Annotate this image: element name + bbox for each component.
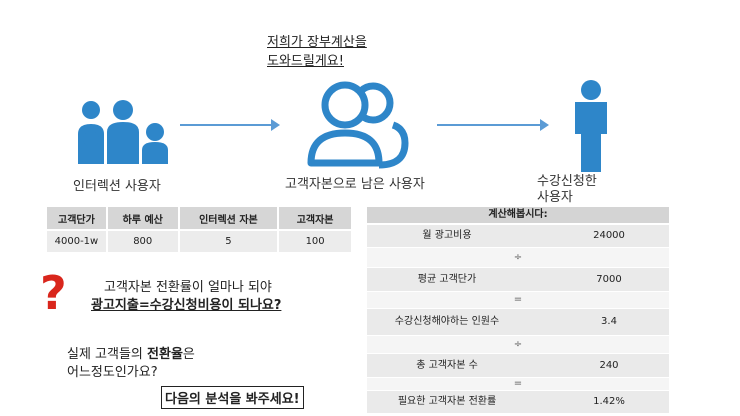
flow-middle-label: 고객자본으로 남은 사용자 xyxy=(285,177,425,192)
calc-row-value: 1.42% xyxy=(593,396,625,407)
flow-left-label: 인터렉션 사용자 xyxy=(73,179,161,194)
calc-row: 필요한 고객자본 전환률 1.42% xyxy=(367,391,669,413)
see-analysis-box: 다음의 분석을 봐주세요! xyxy=(161,386,304,409)
calc-row: 월 광고비용 24000 xyxy=(367,225,669,247)
question-line-2: 광고지출=수강신청비용이 되나요? xyxy=(91,298,282,313)
calc-operator: = xyxy=(367,378,669,390)
calc-row-value: 240 xyxy=(599,360,619,371)
top-note-line-2: 도와드릴게요! xyxy=(267,54,344,69)
calc-row-key: 월 광고비용 xyxy=(422,230,472,241)
conversion-question-line-2: 어느정도인가요? xyxy=(67,365,158,380)
question-mark-icon: ? xyxy=(40,266,67,320)
calc-operator: = xyxy=(367,292,669,308)
budget-table: 고객단가 하루 예산 인터렉션 자본 고객자본 4000-1w 800 5 10… xyxy=(47,207,353,252)
calc-row: 총 고객자본 수 240 xyxy=(367,354,669,377)
calc-row-key: 평균 고객단가 xyxy=(417,274,477,285)
conversion-question-bold: 전환율 xyxy=(147,347,183,362)
budget-table-cell: 4000-1w xyxy=(47,229,108,252)
conversion-question: 실제 고객들의 전환율은 어느정도인가요? xyxy=(67,346,195,382)
calc-row-value: 3.4 xyxy=(601,316,617,327)
calc-row: 수강신청해야하는 인원수 3.4 xyxy=(367,309,669,335)
flow-arrow-2 xyxy=(437,119,549,131)
budget-table-cell: 5 xyxy=(178,229,280,252)
calc-row-key: 수강신청해야하는 인원수 xyxy=(394,316,500,327)
budget-table-header: 하루 예산 xyxy=(106,207,180,230)
conversion-question-pre: 실제 고객들의 xyxy=(67,347,148,362)
flow-arrow-1 xyxy=(180,119,280,131)
calc-row-value: 7000 xyxy=(596,274,622,285)
flow-right-label-line-1: 수강신청한 xyxy=(537,174,597,189)
budget-table-header: 인터렉션 자본 xyxy=(178,207,280,230)
conversion-question-post: 은 xyxy=(182,347,195,362)
users-outline-icon xyxy=(307,81,409,169)
budget-table-cell: 800 xyxy=(106,229,180,252)
top-note-line-1: 저희가 장부계산을 xyxy=(267,35,367,50)
calc-row-value: 24000 xyxy=(593,230,625,241)
question-line-1: 고객자본 전환률이 얼마나 되야 xyxy=(104,280,272,295)
calc-row-key: 총 고객자본 수 xyxy=(416,360,478,371)
calc-operator: ÷ xyxy=(367,248,669,267)
conversion-question-line-1: 실제 고객들의 전환율은 xyxy=(67,346,195,364)
flow-right-label: 수강신청한 사용자 xyxy=(537,174,597,206)
calc-row-key: 필요한 고객자본 전환률 xyxy=(397,396,497,407)
group-user-small-icon xyxy=(78,131,104,164)
budget-table-cell: 100 xyxy=(278,229,353,252)
flow-right-label-line-2: 사용자 xyxy=(537,190,573,205)
budget-table-row: 4000-1w 800 5 100 xyxy=(47,229,353,252)
budget-table-header: 고객단가 xyxy=(47,207,108,230)
top-note: 저희가 장부계산을 도와드릴게요! xyxy=(267,33,367,71)
budget-table-header-row: 고객단가 하루 예산 인터렉션 자본 고객자본 xyxy=(47,207,353,230)
calculation-title: 계산해봅시다: xyxy=(367,207,669,223)
calc-row: 평균 고객단가 7000 xyxy=(367,268,669,291)
budget-table-header: 고객자본 xyxy=(278,207,353,230)
single-user-icon xyxy=(575,80,607,172)
calc-operator: ÷ xyxy=(367,336,669,353)
